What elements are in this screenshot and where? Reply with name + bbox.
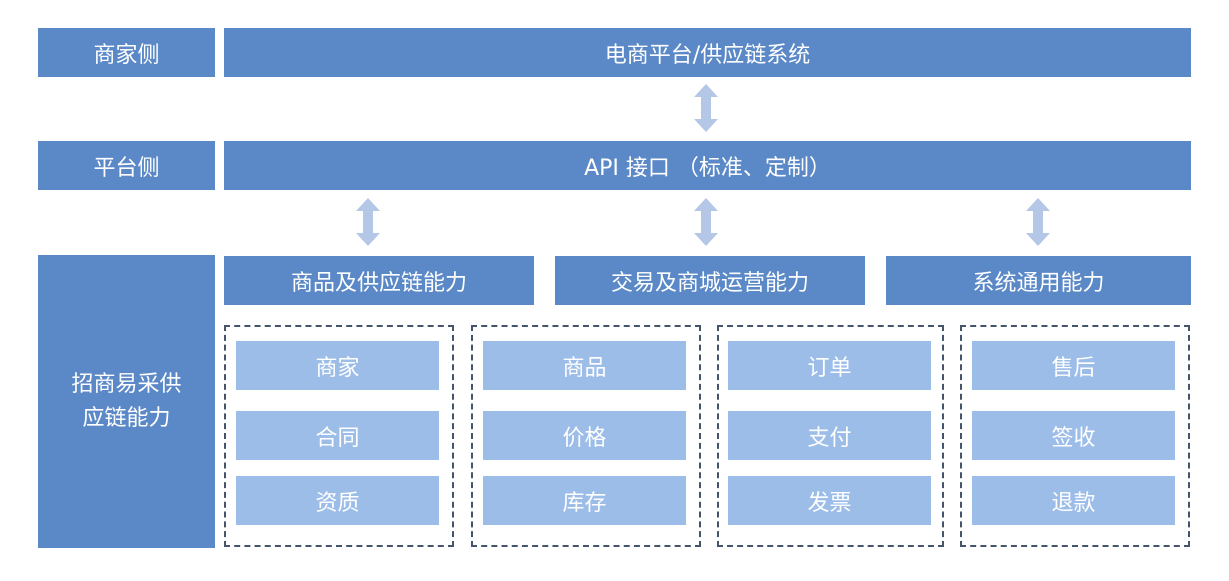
module-group-3: [717, 325, 944, 547]
capability-header-system-common: 系统通用能力: [886, 256, 1191, 305]
module-refund: 退款: [972, 476, 1175, 525]
module-qualification: 资质: [236, 476, 439, 525]
module-product: 商品: [483, 341, 686, 390]
module-payment: 支付: [728, 411, 931, 460]
module-order: 订单: [728, 341, 931, 390]
bidirectional-arrow-icon: [694, 198, 718, 246]
bidirectional-arrow-icon: [356, 198, 380, 246]
ecommerce-platform-bar: 电商平台/供应链系统: [224, 28, 1191, 77]
module-merchant: 商家: [236, 341, 439, 390]
module-price: 价格: [483, 411, 686, 460]
capability-header-product-supply: 商品及供应链能力: [224, 256, 534, 305]
capability-side-label: 招商易采供 应链能力: [38, 255, 215, 548]
merchant-side-label: 商家侧: [38, 28, 215, 77]
module-invoice: 发票: [728, 476, 931, 525]
module-group-4: [960, 325, 1190, 547]
module-inventory: 库存: [483, 476, 686, 525]
platform-side-label: 平台侧: [38, 141, 215, 190]
bidirectional-arrow-icon: [1026, 198, 1050, 246]
api-interface-bar: API 接口 （标准、定制）: [224, 141, 1191, 190]
module-contract: 合同: [236, 411, 439, 460]
bidirectional-arrow-icon: [694, 84, 718, 132]
module-after-sales: 售后: [972, 341, 1175, 390]
module-receipt: 签收: [972, 411, 1175, 460]
module-group-1: [224, 325, 454, 547]
capability-header-trade-operation: 交易及商城运营能力: [555, 256, 865, 305]
module-group-2: [471, 325, 701, 547]
